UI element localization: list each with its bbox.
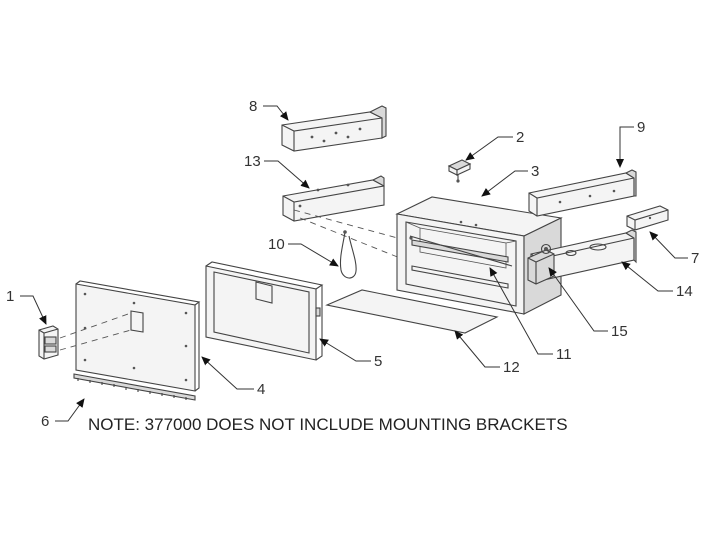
callout-14: 14 [676,283,693,300]
callout-9: 9 [637,119,645,136]
callout-5: 5 [374,353,382,370]
callout-6: 6 [41,413,49,430]
callout-4: 4 [257,381,265,398]
part-1-lock [38,325,59,360]
part-5-door-frame [205,261,324,361]
mounting-line-lower [299,217,401,259]
part-13-mounting-bracket [282,175,385,222]
callout-13: 13 [244,153,261,170]
lock-alignment-line [59,312,132,339]
callout-1: 1 [6,288,14,305]
mounting-line-upper [293,209,406,241]
part-2-latch [447,159,472,183]
leader-lines [20,105,688,422]
part-6-piano-hinge [73,373,196,401]
part-8-mounting-bracket [281,105,387,152]
part-4-door-panel [75,280,201,392]
part-10-cable [339,230,357,279]
callout-labels: 1 2 3 4 5 6 7 8 9 10 11 12 13 14 15 [6,98,699,430]
lock-alignment-line-lower [59,329,132,351]
note-text: NOTE: 377000 DOES NOT INCLUDE MOUNTING B… [88,415,568,434]
part-7-spacer-plate [626,205,669,231]
part-9-mounting-bracket [528,169,637,217]
callout-8: 8 [249,98,257,115]
callout-3: 3 [531,163,539,180]
callout-2: 2 [516,129,524,146]
callout-12: 12 [503,359,520,376]
callout-11: 11 [556,346,572,363]
callout-10: 10 [268,236,285,253]
callout-15: 15 [611,323,628,340]
part-12-floor-mat [325,289,499,334]
callout-7: 7 [691,250,699,267]
